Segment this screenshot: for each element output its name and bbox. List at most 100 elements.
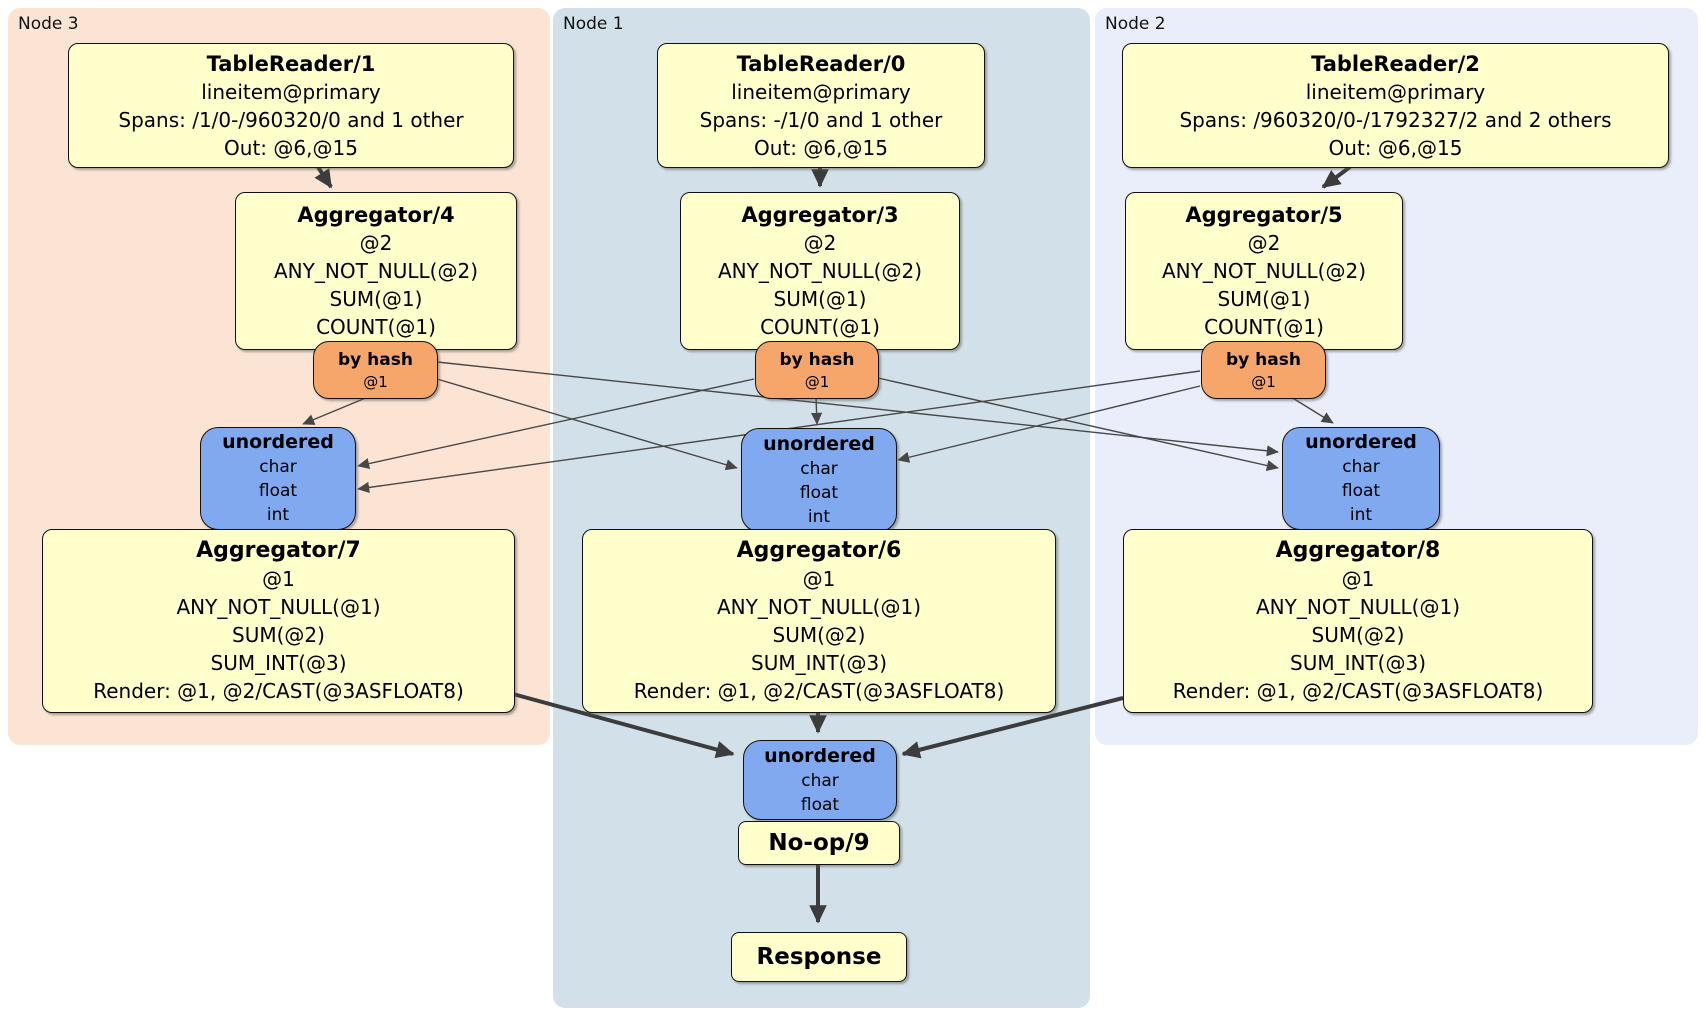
unordered-sync-final: unordered char float (743, 740, 897, 820)
node3-label: Node 3 (18, 14, 79, 34)
box-line: COUNT(@1) (760, 315, 880, 339)
box-line: @2 (359, 231, 393, 255)
box-line: Render: @1, @2/CAST(@3ASFLOAT8) (93, 679, 464, 703)
box-line: SUM(@1) (1217, 287, 1311, 311)
box-line: float (1341, 481, 1381, 501)
box-line: char (259, 457, 297, 477)
box-line: COUNT(@1) (316, 315, 436, 339)
box-line: Out: @6,@15 (224, 135, 358, 160)
node2-label: Node 2 (1105, 14, 1166, 34)
box-title: No-op/9 (768, 830, 870, 856)
box-line: int (807, 506, 831, 527)
edge-agg8-ub (901, 696, 1124, 759)
box-line: @1 (262, 567, 295, 591)
box-line: lineitem@primary (731, 79, 911, 104)
box-line: Render: @1, @2/CAST(@3ASFLOAT8) (633, 679, 1005, 703)
edge-agg7-ub (512, 692, 735, 759)
edge-bh3-u1 (436, 378, 738, 471)
box-title: TableReader/2 (1311, 51, 1480, 76)
box-line: char (1342, 457, 1380, 477)
unordered-sync-node2: unordered char float int (1282, 427, 1440, 530)
box-line: SUM_INT(@3) (751, 651, 887, 675)
box-line: char (800, 458, 838, 479)
box-title: unordered (763, 432, 875, 455)
box-line: ANY_NOT_NULL(@1) (717, 595, 921, 619)
box-title: by hash (779, 349, 855, 370)
aggregator-7-box: Aggregator/7 @1 ANY_NOT_NULL(@1) SUM(@2)… (42, 529, 515, 713)
box-title: TableReader/1 (206, 51, 376, 76)
box-line: Spans: /1/0-/960320/0 and 1 other (118, 107, 464, 132)
box-line: ANY_NOT_NULL(@1) (1256, 595, 1460, 619)
box-line: float (799, 482, 839, 503)
box-line: SUM(@2) (772, 623, 866, 647)
edge-bh1-u1 (810, 396, 823, 425)
box-title: Response (756, 944, 882, 970)
edge-bh3-u3 (302, 396, 369, 425)
edge-bh2-u1 (897, 385, 1201, 463)
box-title: Aggregator/3 (741, 203, 899, 227)
box-line: ANY_NOT_NULL(@2) (718, 259, 922, 283)
box-line: lineitem@primary (201, 79, 381, 104)
box-line: @1 (804, 372, 830, 391)
box-title: unordered (1305, 431, 1417, 453)
box-title: by hash (338, 349, 413, 370)
aggregator-3-box: Aggregator/3 @2 ANY_NOT_NULL(@2) SUM(@1)… (680, 192, 960, 350)
box-title: TableReader/0 (736, 51, 906, 76)
noop-9-box: No-op/9 (738, 821, 900, 865)
edge-bh2-u2 (1290, 396, 1334, 424)
edge-tr1-agg4 (314, 165, 333, 189)
box-line: @1 (1251, 372, 1276, 391)
box-line: ANY_NOT_NULL(@2) (1162, 259, 1366, 283)
box-title: Aggregator/7 (196, 538, 361, 563)
box-title: unordered (222, 431, 334, 453)
box-line: Spans: /960320/0-/1792327/2 and 2 others (1179, 107, 1612, 132)
aggregator-5-box: Aggregator/5 @2 ANY_NOT_NULL(@2) SUM(@1)… (1125, 192, 1403, 350)
box-line: @1 (363, 372, 388, 391)
box-title: unordered (764, 744, 876, 767)
by-hash-router-node3: by hash @1 (313, 341, 438, 399)
tablereader-0-box: TableReader/0 lineitem@primary Spans: -/… (657, 43, 985, 168)
box-line: Out: @6,@15 (1328, 135, 1463, 160)
edge-tr2-agg5 (1321, 165, 1352, 189)
box-line: Render: @1, @2/CAST(@3ASFLOAT8) (1172, 679, 1544, 703)
box-title: Aggregator/5 (1185, 203, 1343, 227)
box-line: @2 (803, 231, 837, 255)
box-line: int (266, 505, 290, 525)
box-line: lineitem@primary (1305, 79, 1486, 104)
box-line: SUM(@1) (329, 287, 423, 311)
box-line: Spans: -/1/0 and 1 other (699, 107, 943, 132)
box-line: SUM_INT(@3) (1290, 651, 1426, 675)
box-title: Aggregator/4 (297, 203, 455, 227)
box-line: COUNT(@1) (1204, 315, 1324, 339)
edge-bh1-u2 (877, 377, 1279, 472)
edge-bh1-u3 (357, 378, 755, 470)
box-title: Aggregator/6 (736, 538, 902, 563)
box-line: @1 (1341, 567, 1375, 591)
aggregator-6-box: Aggregator/6 @1 ANY_NOT_NULL(@1) SUM(@2)… (582, 529, 1056, 713)
unordered-sync-node1: unordered char float int (741, 428, 897, 532)
box-line: int (1349, 505, 1373, 525)
node1-label: Node 1 (563, 14, 624, 34)
box-line: float (258, 481, 298, 501)
box-line: float (800, 794, 840, 815)
box-title: by hash (1226, 349, 1301, 370)
by-hash-router-node2: by hash @1 (1201, 341, 1326, 399)
unordered-sync-node3: unordered char float int (200, 427, 356, 530)
aggregator-4-box: Aggregator/4 @2 ANY_NOT_NULL(@2) SUM(@1)… (235, 192, 517, 350)
response-box: Response (731, 932, 907, 982)
box-line: SUM(@2) (232, 623, 325, 647)
box-line: SUM_INT(@3) (210, 651, 347, 675)
box-line: @1 (802, 567, 836, 591)
box-line: SUM(@1) (773, 287, 867, 311)
by-hash-router-node1: by hash @1 (755, 341, 879, 399)
box-line: Out: @6,@15 (754, 135, 888, 160)
main-flow-edges (314, 165, 1352, 924)
tablereader-1-box: TableReader/1 lineitem@primary Spans: /1… (68, 43, 514, 168)
aggregator-8-box: Aggregator/8 @1 ANY_NOT_NULL(@1) SUM(@2)… (1123, 529, 1593, 713)
tablereader-2-box: TableReader/2 lineitem@primary Spans: /9… (1122, 43, 1669, 168)
box-line: SUM(@2) (1311, 623, 1405, 647)
box-line: ANY_NOT_NULL(@2) (274, 259, 478, 283)
box-line: @2 (1247, 231, 1281, 255)
